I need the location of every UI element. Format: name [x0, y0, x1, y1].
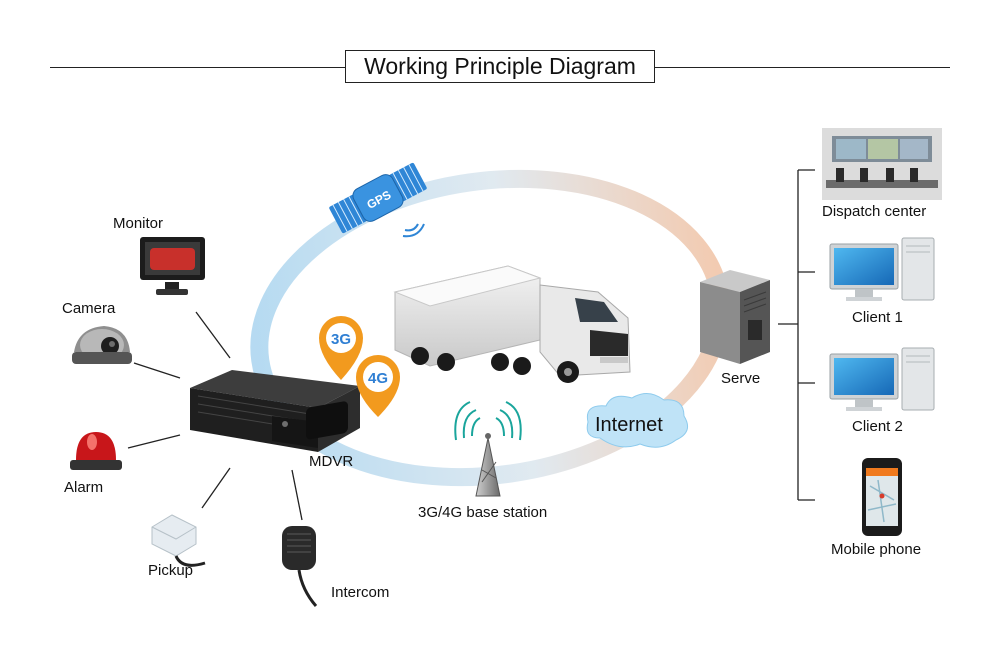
server-label: Serve: [721, 370, 761, 387]
title-rule-right: [653, 67, 950, 68]
gps-signal-icon: [402, 223, 425, 238]
dispatch-center-label: Dispatch center: [822, 203, 927, 220]
intercom-label: Intercom: [331, 584, 390, 601]
client-2-computer-icon: [829, 347, 935, 411]
diagram-title: Working Principle Diagram: [345, 50, 655, 83]
client-bracket: [778, 169, 815, 501]
dispatch-center-icon: [822, 128, 942, 200]
mobile-phone-icon: [862, 458, 902, 536]
mdvr-label: MDVR: [309, 453, 354, 470]
camera-label: Camera: [62, 300, 116, 317]
alarm-label: Alarm: [64, 479, 104, 496]
internet-cloud-icon: [586, 393, 689, 448]
mobile-phone-label: Mobile phone: [831, 541, 922, 558]
truck-icon: [393, 265, 631, 383]
peripheral-connectors: [127, 311, 303, 521]
badge-4g-icon: [356, 355, 400, 417]
badge-3g-icon: [319, 316, 363, 380]
internet-label: Internet: [595, 414, 663, 436]
server-icon: [700, 270, 770, 364]
pickup-icon: [151, 514, 206, 567]
intercom-microphone-icon: [282, 526, 318, 607]
client-1-computer-icon: [829, 237, 935, 301]
camera-icon: [72, 326, 132, 364]
monitor-icon: [140, 237, 205, 295]
pickup-label: Pickup: [148, 562, 194, 579]
base-station-label: 3G/4G base station: [418, 504, 548, 521]
gps-satellite-icon: [329, 162, 427, 234]
client-2-label: Client 2: [852, 418, 903, 435]
title-rule-left: [50, 67, 345, 68]
badge-4g-label: 4G: [368, 370, 388, 387]
badge-3g-label: 3G: [331, 331, 351, 348]
base-station-tower-icon: [454, 401, 522, 497]
mdvr-device-icon: [190, 370, 360, 452]
monitor-label: Monitor: [113, 215, 164, 232]
client-1-label: Client 1: [852, 309, 903, 326]
alarm-icon: [70, 432, 122, 470]
